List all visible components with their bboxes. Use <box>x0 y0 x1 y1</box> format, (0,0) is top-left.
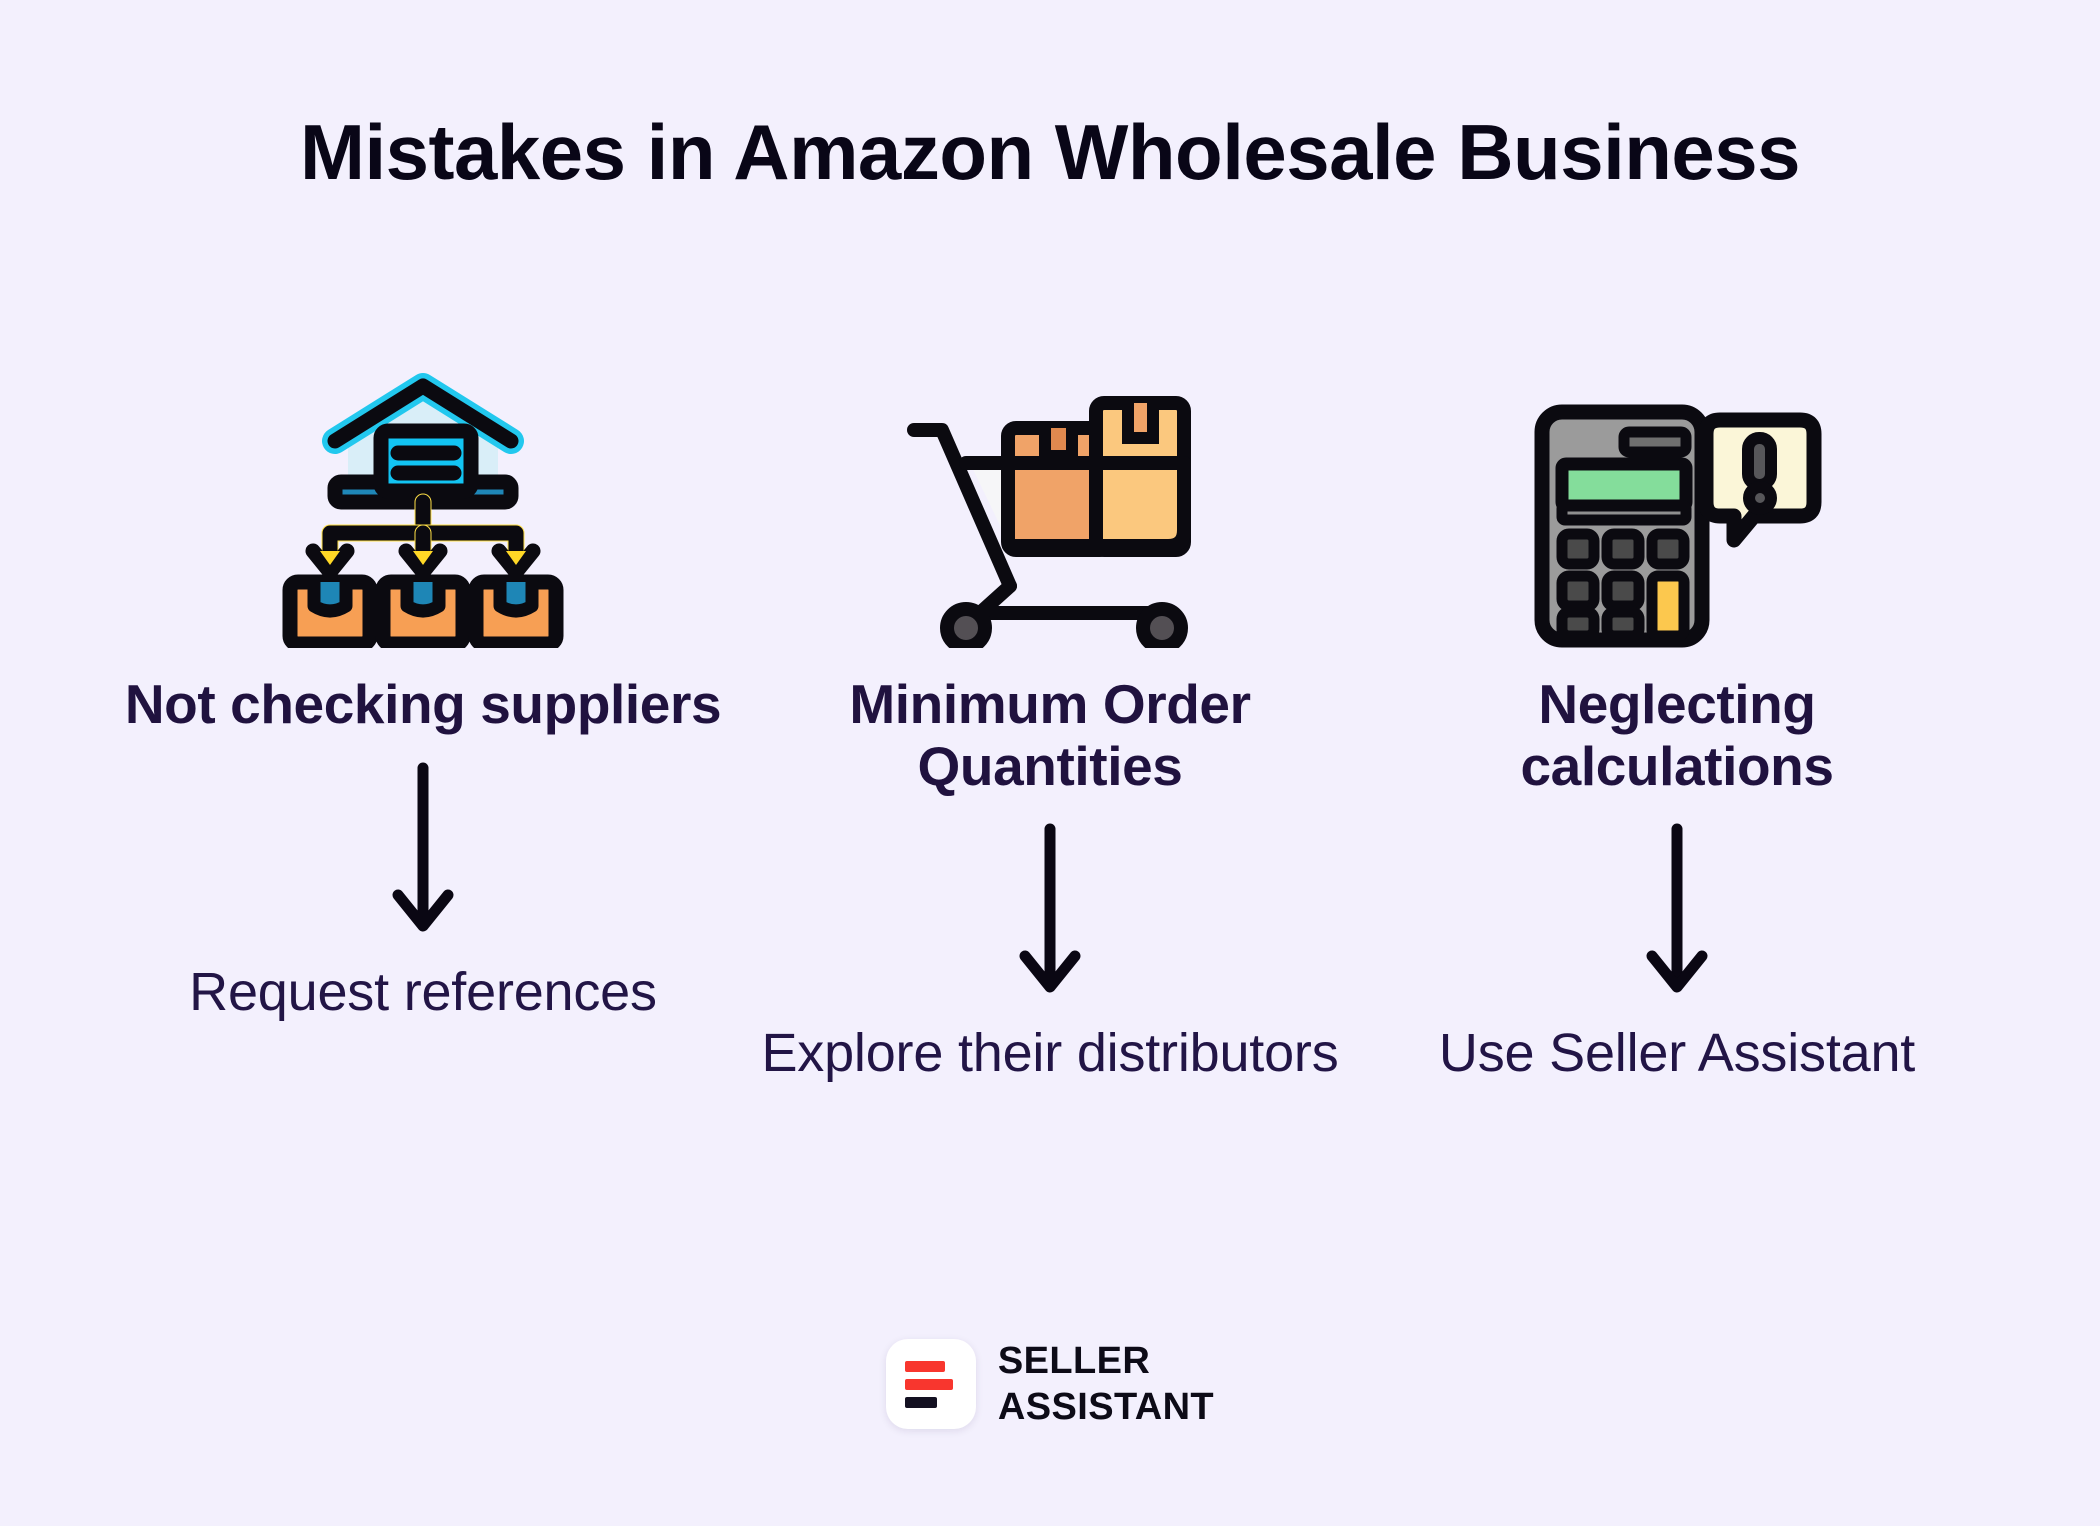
column-minimum-order-quantities: Minimum Order Quantities Explore their d… <box>737 348 1363 1085</box>
brand-line-1: SELLER <box>997 1340 1151 1382</box>
down-arrow-icon <box>388 760 458 940</box>
solution-label: Use Seller Assistant <box>1438 1023 1916 1084</box>
mistake-label: Not checking suppliers <box>124 673 722 735</box>
column-neglecting-calculations: Neglecting calculations Use Seller Assis… <box>1364 348 1990 1085</box>
brand-line-2: ASSISTANT <box>997 1386 1215 1429</box>
logo-bar-2 <box>904 1378 953 1390</box>
seller-assistant-logo-icon <box>885 1339 976 1430</box>
brand-footer: SELLER ASSISTANT <box>0 1338 2100 1431</box>
down-arrow-icon <box>1642 821 1712 1001</box>
down-arrow-icon <box>1015 821 1085 1001</box>
solution-label: Explore their distributors <box>761 1023 1339 1084</box>
columns-container: Not checking suppliers Request reference… <box>110 348 1990 1085</box>
brand-wordmark: SELLER ASSISTANT <box>998 1338 1214 1431</box>
mistake-label: Minimum Order Quantities <box>849 673 1251 797</box>
page-title: Mistakes in Amazon Wholesale Business <box>299 108 1801 196</box>
mistake-label: Neglecting calculations <box>1520 673 1834 797</box>
warehouse-distribution-icon <box>110 348 736 648</box>
calculator-warning-icon <box>1364 348 1990 648</box>
column-not-checking-suppliers: Not checking suppliers Request reference… <box>110 348 736 1023</box>
logo-bar-3 <box>904 1396 937 1408</box>
logo-bar-1 <box>904 1360 945 1372</box>
shopping-cart-boxes-icon <box>737 348 1363 648</box>
solution-label: Request references <box>189 961 657 1022</box>
